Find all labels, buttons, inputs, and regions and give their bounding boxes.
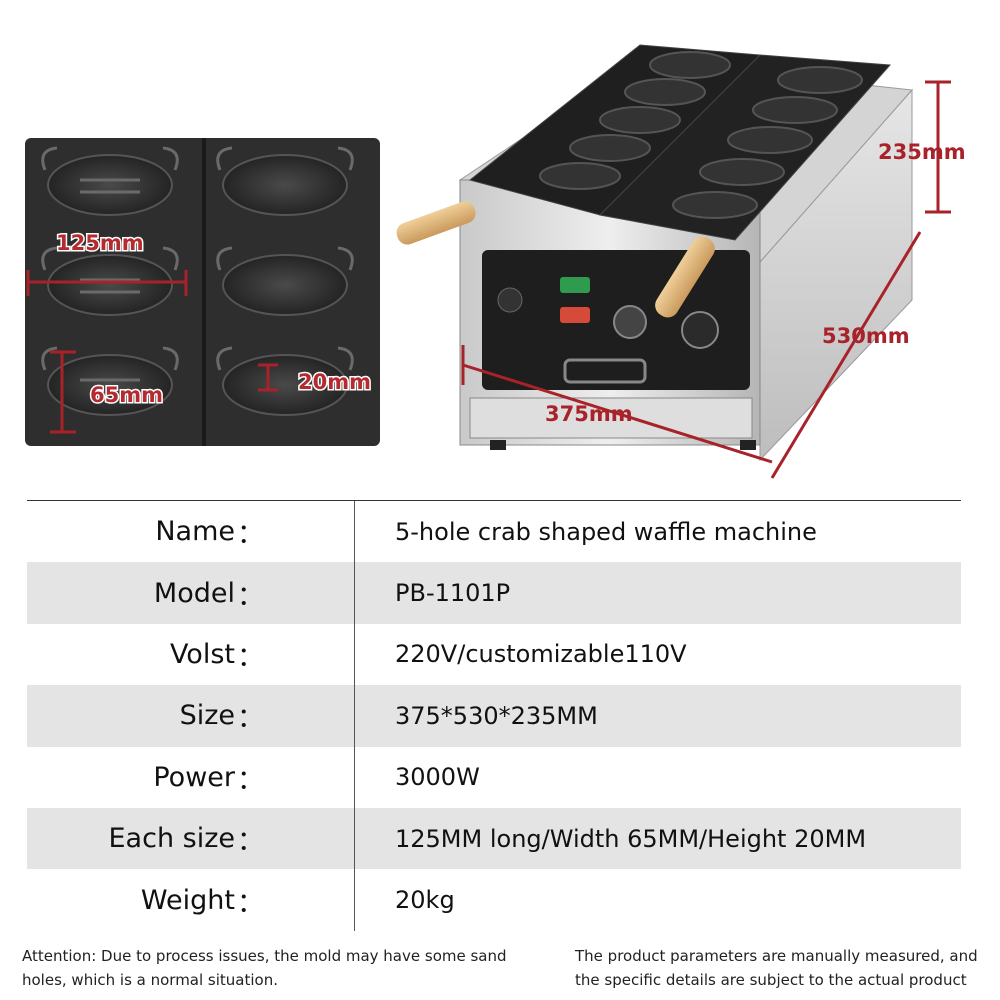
spec-label: Volst：	[27, 623, 355, 686]
product-image-area: 125mm 65mm 20mm	[0, 0, 1000, 495]
spec-row-weight: Weight： 20kg	[27, 869, 961, 931]
colon: ：	[237, 826, 264, 858]
spec-label-text: Name	[155, 516, 235, 548]
spec-value: 3000W	[395, 763, 480, 792]
product-illustration: 125mm 65mm 20mm	[25, 44, 966, 479]
spec-label-text: Each size	[108, 823, 236, 855]
spec-label: Size：	[27, 685, 355, 747]
mold-width-label: 65mm	[90, 383, 163, 407]
spec-table: Name： 5-hole crab shaped waffle machine …	[27, 500, 961, 931]
depth-dimension-label: 530mm	[822, 324, 910, 348]
attention-note: Attention: Due to process issues, the mo…	[22, 947, 507, 989]
spec-value: 220V/customizable110V	[395, 640, 687, 669]
spec-value: 375*530*235MM	[395, 701, 598, 730]
height-dimension-label: 235mm	[878, 140, 966, 164]
spec-label-text: Power	[153, 761, 235, 793]
mold-length-label: 125mm	[56, 231, 144, 255]
spec-value: 5-hole crab shaped waffle machine	[395, 517, 817, 546]
colon: ：	[237, 887, 264, 919]
spec-row-model: Model： PB-1101P	[27, 562, 961, 624]
measurement-note: The product parameters are manually meas…	[575, 947, 978, 989]
colon: ：	[237, 764, 264, 796]
mold-closeup-photo: 125mm 65mm 20mm	[25, 138, 380, 446]
spec-label-text: Weight	[140, 884, 235, 916]
spec-label-text: Size	[179, 700, 235, 732]
spec-row-size: Size： 375*530*235MM	[27, 685, 961, 747]
spec-label: Weight：	[27, 869, 355, 931]
spec-label: Name：	[27, 501, 355, 563]
spec-label: Model：	[27, 562, 355, 624]
spec-row-name: Name： 5-hole crab shaped waffle machine	[27, 501, 961, 563]
colon: ：	[237, 703, 264, 735]
width-dimension-label: 375mm	[545, 402, 633, 426]
colon: ：	[237, 580, 264, 612]
spec-label-text: Volst	[169, 638, 235, 670]
spec-row-each-size: Each size： 125MM long/Width 65MM/Height …	[27, 807, 961, 870]
spec-row-voltage: Volst： 220V/customizable110V	[27, 623, 961, 686]
spec-row-power: Power： 3000W	[27, 746, 961, 808]
spec-label-text: Model	[153, 577, 235, 609]
spec-label: Each size：	[27, 807, 355, 870]
mold-height-label: 20mm	[298, 370, 371, 394]
waffle-machine-photo	[396, 44, 914, 462]
spec-value: PB-1101P	[395, 579, 511, 608]
spec-label: Power：	[27, 746, 355, 808]
spec-value: 20kg	[395, 886, 455, 915]
colon: ：	[237, 641, 264, 673]
footer-notes: Attention: Due to process issues, the mo…	[22, 944, 982, 1000]
spec-value: 125MM long/Width 65MM/Height 20MM	[395, 824, 867, 853]
colon: ：	[237, 519, 264, 551]
